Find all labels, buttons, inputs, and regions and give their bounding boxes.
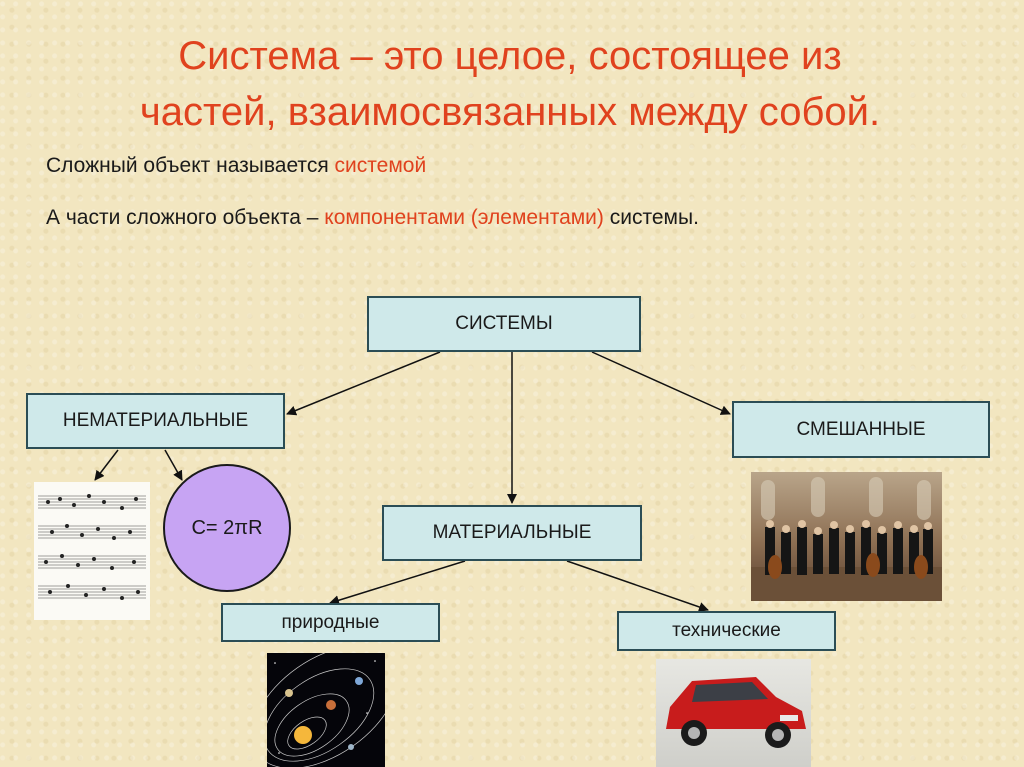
definition-1-highlight: системой (334, 154, 427, 177)
title-line-2: частей, взаимосвязанных между собой. (139, 90, 881, 134)
arrow-systems-to-nonmaterial (286, 351, 441, 416)
arrow-nonmaterial-to-formula (164, 449, 183, 481)
solar-system-image (267, 653, 385, 767)
title-line-1: Система – это целое, состоящее из (178, 34, 842, 78)
arrow-systems-to-mixed (591, 351, 731, 415)
definition-line-2: А части сложного объекта – компонентами … (46, 206, 699, 230)
node-mixed: СМЕШАННЫЕ (732, 401, 990, 458)
sheet-music-image (34, 482, 150, 620)
arrow-nonmaterial-to-music (94, 449, 119, 481)
node-systems: СИСТЕМЫ (367, 296, 641, 352)
definition-line-1: Сложный объект называется системой (46, 154, 426, 178)
orchestra-icon (751, 477, 942, 601)
node-material: МАТЕРИАЛЬНЫЕ (382, 505, 642, 561)
node-natural: природные (221, 603, 440, 642)
definition-1-text: Сложный объект называется (46, 154, 335, 177)
node-nonmaterial: НЕМАТЕРИАЛЬНЫЕ (26, 393, 285, 449)
arrow-material-to-technical (566, 560, 709, 612)
slide-title: Система – это целое, состоящее из частей… (60, 28, 960, 140)
orchestra-image (751, 472, 942, 601)
arrow-material-to-natural (329, 560, 466, 606)
definition-2-highlight: компонентами (элементами) (324, 206, 604, 229)
formula-text: C= 2πR (191, 516, 263, 539)
solar-system-icon (267, 653, 385, 767)
definition-2-text-before: А части сложного объекта – (46, 206, 325, 229)
formula-circle: C= 2πR (163, 464, 291, 592)
red-car-icon (666, 677, 806, 748)
node-technical: технические (617, 611, 836, 651)
sheet-music-icon (38, 494, 146, 600)
red-car-image (656, 659, 811, 767)
definition-2-text-after: системы. (603, 206, 699, 229)
